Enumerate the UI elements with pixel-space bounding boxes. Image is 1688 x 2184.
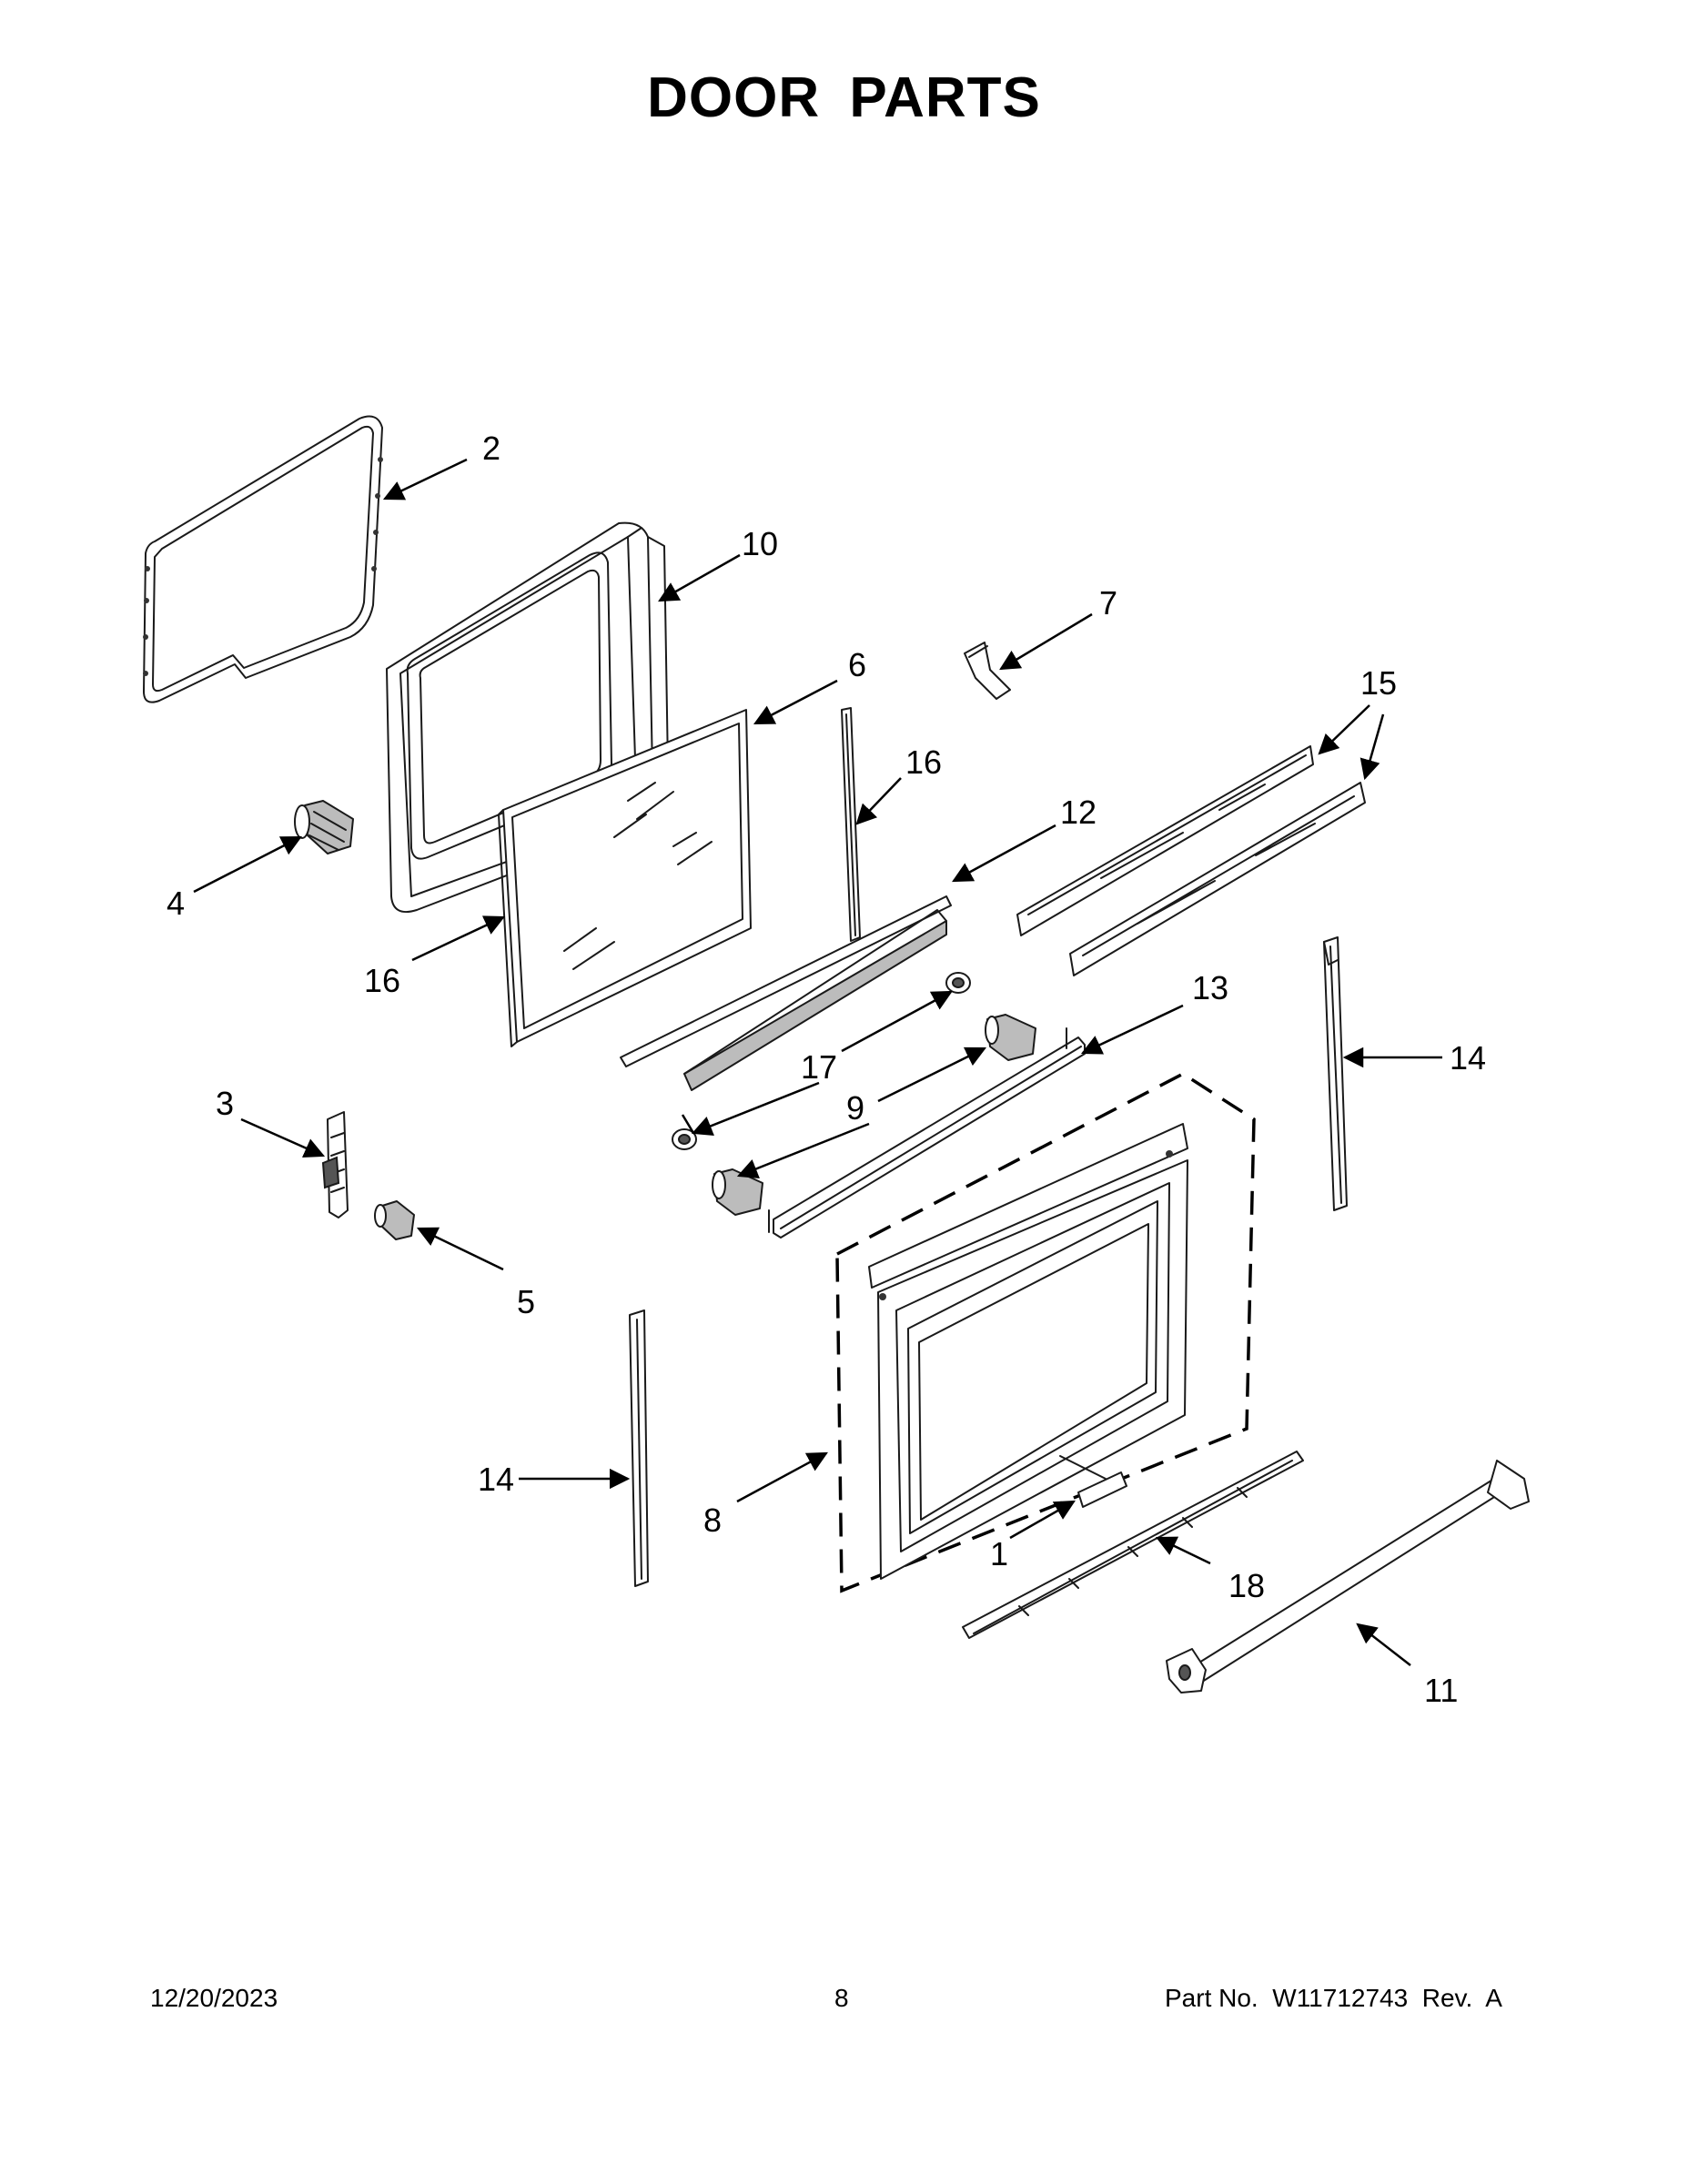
callout-16-left: 16 xyxy=(364,962,400,999)
callout-14-right: 14 xyxy=(1450,1039,1486,1077)
footer-date: 12/20/2023 xyxy=(150,1984,278,2012)
glass-seal-strip-right xyxy=(841,707,861,942)
hinge-screw-lower xyxy=(712,1168,763,1216)
door-glass xyxy=(498,709,752,1047)
callout-14-left: 14 xyxy=(478,1461,514,1498)
callout-13: 13 xyxy=(1192,969,1228,1006)
callout-1: 1 xyxy=(990,1535,1008,1572)
hinge-screw xyxy=(374,1200,415,1240)
door-channel-brackets xyxy=(1016,745,1366,976)
callout-4: 4 xyxy=(167,885,185,922)
callout-5: 5 xyxy=(517,1283,535,1320)
door-gasket xyxy=(143,415,383,703)
door-clip xyxy=(964,642,1011,700)
door-hinge xyxy=(321,1111,349,1218)
callout-7: 7 xyxy=(1099,584,1117,622)
callout-12: 12 xyxy=(1060,794,1097,831)
callout-3: 3 xyxy=(216,1085,234,1122)
callout-11: 11 xyxy=(1424,1672,1458,1709)
grommet-upper xyxy=(945,972,971,994)
callout-labels: 2 10 7 6 15 16 12 4 16 13 17 9 14 3 5 14… xyxy=(167,430,1486,1709)
footer-part-info: Part No. W11712743 Rev. A xyxy=(1165,1984,1502,2012)
callout-6: 6 xyxy=(848,646,866,683)
footer-page-number: 8 xyxy=(834,1984,849,2012)
callout-8: 8 xyxy=(703,1502,722,1539)
door-handle xyxy=(1166,1460,1530,1694)
callout-17: 17 xyxy=(801,1048,837,1086)
callout-18: 18 xyxy=(1228,1567,1265,1604)
side-trim-right xyxy=(1323,936,1348,1211)
callout-16-right: 16 xyxy=(905,743,942,781)
door-screw xyxy=(294,800,354,854)
hinge-screw-upper xyxy=(985,1014,1036,1061)
callout-15: 15 xyxy=(1360,664,1397,702)
door-assembly-outline xyxy=(835,1071,1256,1593)
side-trim-left xyxy=(629,1309,649,1587)
grommet-lower xyxy=(672,1128,697,1150)
door-trim-bar xyxy=(620,895,952,1091)
callout-9: 9 xyxy=(846,1089,864,1127)
callout-10: 10 xyxy=(742,525,778,562)
callout-2: 2 xyxy=(482,430,500,467)
outer-door-frame xyxy=(868,1123,1188,1580)
door-vent-strip xyxy=(962,1451,1304,1639)
page-title: DOOR PARTS xyxy=(647,66,1041,129)
leader-lines xyxy=(193,458,1442,1666)
